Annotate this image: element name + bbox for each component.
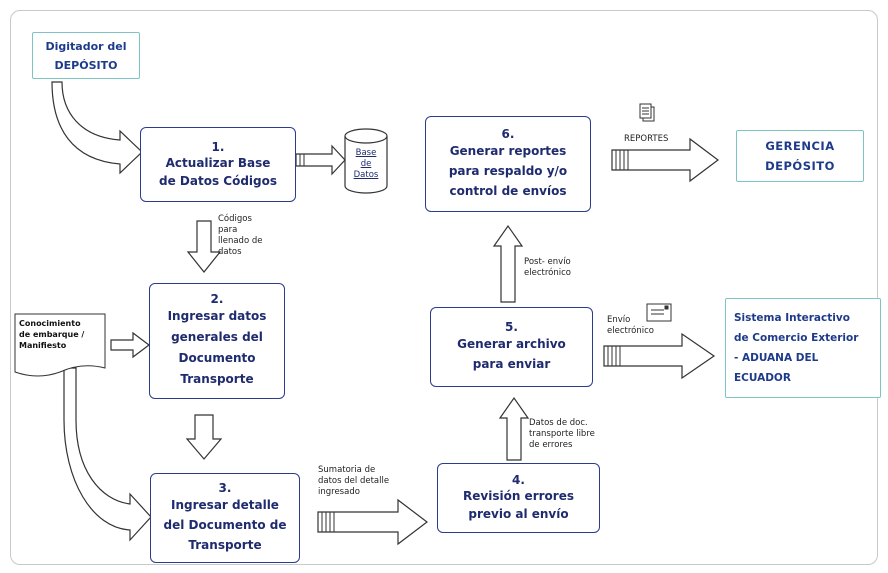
actor-sistema-aduana: Sistema Interactivo de Comercio Exterior… (725, 298, 881, 398)
actor-sistema-label: Sistema Interactivo de Comercio Exterior… (734, 312, 859, 384)
label-envio-electronico: Envío electrónico (607, 315, 654, 336)
arrow-step3-to-step4 (317, 498, 428, 546)
step-5-text: Generar archivo para enviar (457, 337, 566, 371)
arrow-step5-to-sistema (603, 332, 716, 380)
step-3-number: 3. (218, 481, 232, 495)
step-5-box: 5. Generar archivo para enviar (430, 307, 593, 387)
step-2-number: 2. (210, 292, 224, 306)
step-6-text: Generar reportes para respaldo y/o contr… (448, 144, 568, 198)
arrow-digitador-to-step1 (51, 81, 143, 175)
step-6-number: 6. (501, 127, 515, 141)
step-1-text: Actualizar Base de Datos Códigos (159, 155, 277, 188)
step-3-box: 3. Ingresar detalle del Documento de Tra… (150, 473, 300, 563)
arrow-document-to-step2 (110, 331, 150, 359)
arrow-step6-to-gerencia (611, 137, 719, 183)
diagram-frame (10, 10, 878, 565)
label-datos-doc: Datos de doc. transporte libre de errore… (529, 418, 595, 450)
actor-gerencia-label: GERENCIA DEPÓSITO (765, 139, 835, 173)
arrow-step1-to-database (295, 144, 346, 176)
arrow-document-to-step3 (63, 367, 152, 542)
label-codigos: Códigos para llenado de datos (218, 214, 263, 257)
database-cylinder (344, 128, 388, 194)
arrow-step5-to-step6 (492, 224, 524, 303)
envio-icon (646, 303, 672, 322)
actor-gerencia-deposito: GERENCIA DEPÓSITO (736, 130, 864, 182)
step-1-box: 1. Actualizar Base de Datos Códigos (140, 127, 296, 202)
step-1-number: 1. (211, 139, 225, 154)
arrow-step2-to-step3 (185, 414, 223, 460)
label-reportes: REPORTES (624, 134, 669, 144)
document-shape (14, 313, 106, 377)
actor-digitador-label: Digitador del DEPÓSITO (45, 39, 127, 72)
step-6-box: 6. Generar reportes para respaldo y/o co… (425, 116, 591, 212)
step-4-text: Revisión errores previo al envío (463, 489, 574, 521)
actor-digitador-deposito: Digitador del DEPÓSITO (32, 32, 140, 79)
step-2-box: 2. Ingresar datos generales del Document… (149, 283, 285, 399)
label-post-envio: Post- envío electrónico (524, 257, 571, 278)
label-sumatoria: Sumatoria de datos del detalle ingresado (318, 465, 390, 497)
reports-icon (639, 103, 655, 122)
step-5-number: 5. (505, 320, 518, 334)
step-3-text: Ingresar detalle del Documento de Transp… (163, 498, 287, 552)
step-2-text: Ingresar datos generales del Documento T… (167, 309, 267, 386)
database-label: Base de Datos (353, 148, 379, 180)
step-4-box: 4. Revisión errores previo al envío (437, 463, 600, 533)
step-4-number: 4. (512, 473, 525, 487)
document-label: Conocimiento de embarque / Manifiesto (19, 319, 85, 350)
arrow-step4-to-step5 (498, 396, 530, 461)
arrow-step1-to-step2 (186, 220, 222, 273)
